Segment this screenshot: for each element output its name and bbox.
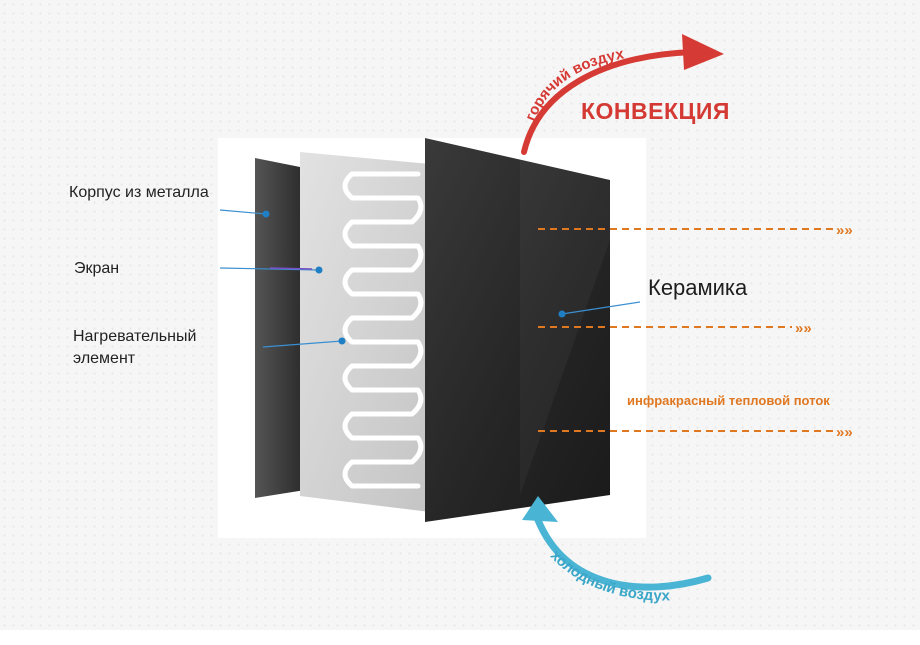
ceramic-label: Керамика <box>648 275 748 300</box>
metal-body-panel <box>255 158 305 498</box>
screen-panel <box>300 152 430 512</box>
pointer-dots <box>262 210 566 345</box>
bottom-strip <box>0 630 920 645</box>
heating-element-label: Нагревательный элемент <box>73 328 197 367</box>
curved-arrow-up-right-icon <box>682 34 724 70</box>
screen-pointer-highlight <box>269 267 313 270</box>
cold-air-arrow-shaft <box>534 516 712 591</box>
ir-chevrons: »» »» »» <box>795 222 853 441</box>
pointer-lines <box>219 209 641 348</box>
screen-label: Экран <box>74 260 120 277</box>
ir-flow-label: инфракрасный тепловой поток <box>627 393 830 408</box>
ceramic-panel <box>425 138 610 522</box>
ir-flow-lines <box>538 228 833 432</box>
convection-label: КОНВЕКЦИЯ <box>581 98 730 124</box>
curved-arrow-up-left-icon <box>522 496 558 522</box>
heating-element-coil <box>342 171 424 489</box>
triple-chevron-right-icon: »» <box>836 222 853 239</box>
metal-body-label: Корпус из металла <box>69 184 209 201</box>
triple-chevron-right-icon: »» <box>836 424 853 441</box>
hot-air-arrow-shaft <box>521 49 695 155</box>
triple-chevron-right-icon: »» <box>795 320 812 337</box>
